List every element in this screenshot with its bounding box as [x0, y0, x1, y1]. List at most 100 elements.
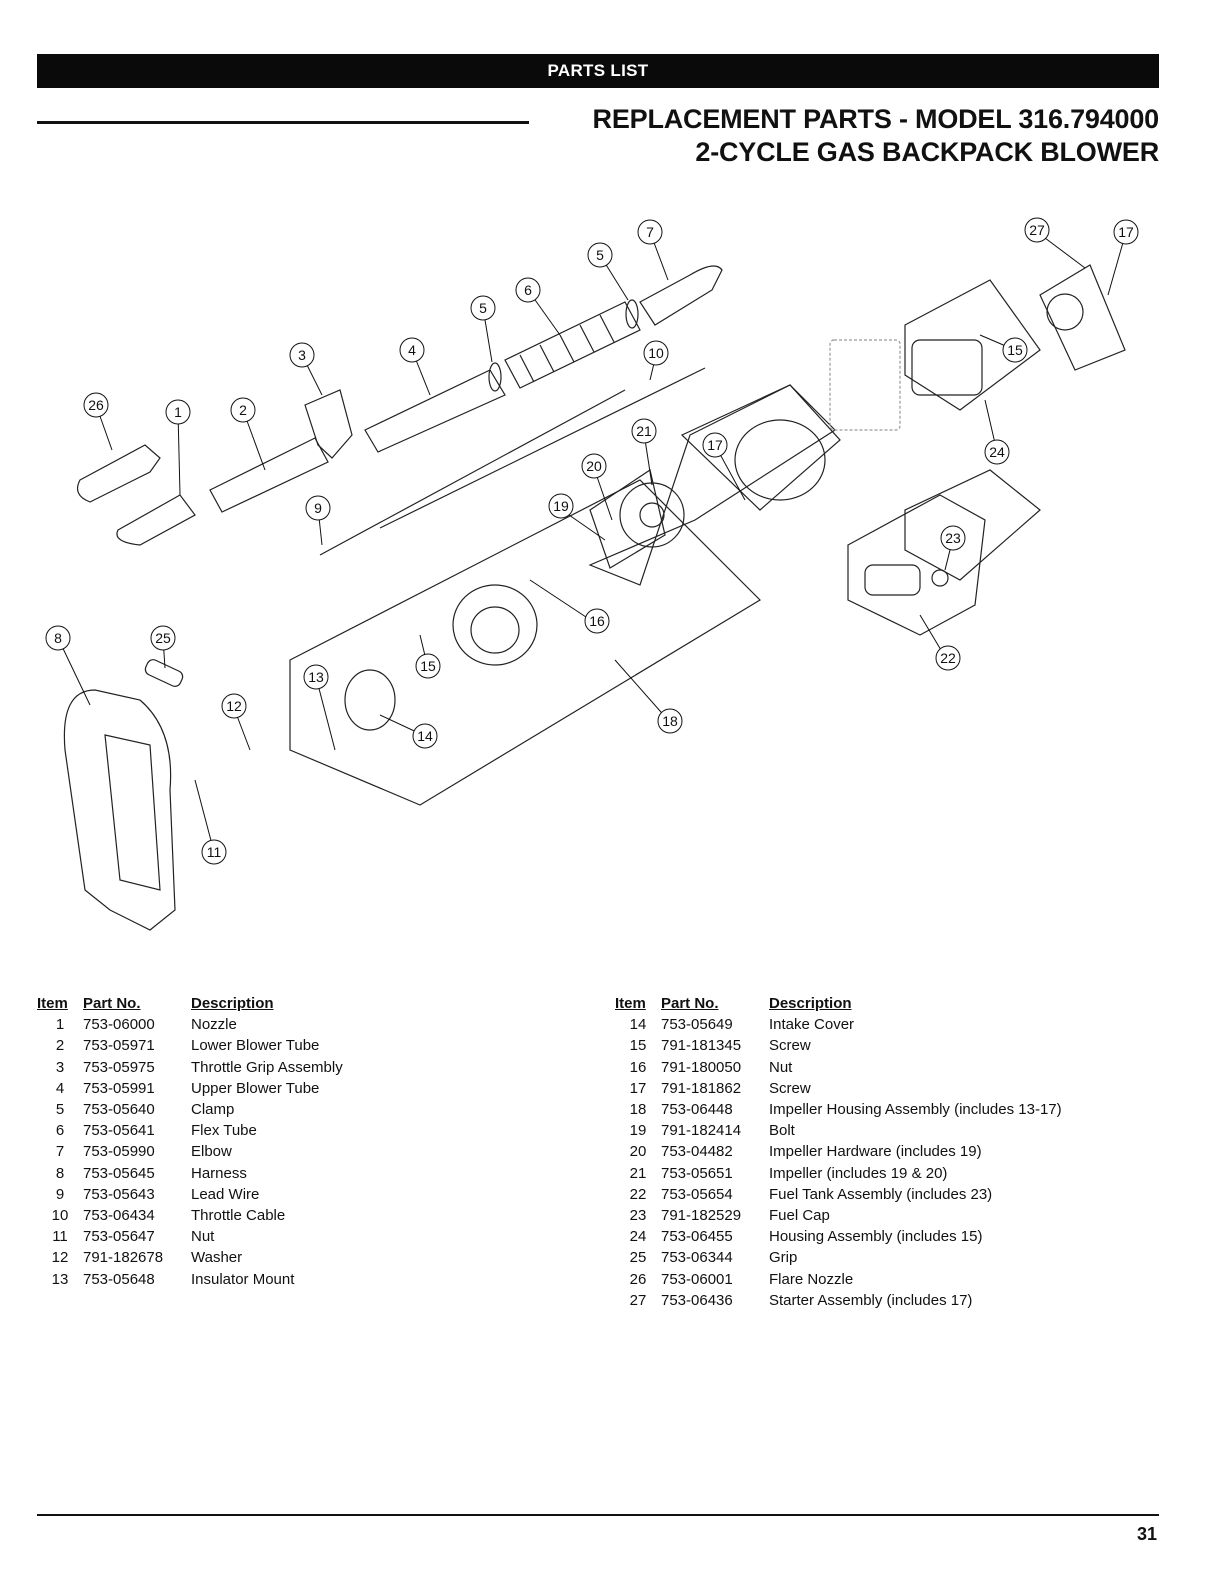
callout-23: 23: [940, 525, 966, 551]
part-description: Housing Assembly (includes 15): [769, 1228, 983, 1246]
elbow-part: [639, 265, 723, 326]
housing-part: [911, 339, 983, 396]
item-number: 13: [51, 1270, 69, 1288]
svg-text:7: 7: [646, 224, 654, 240]
svg-text:3: 3: [298, 347, 306, 363]
title-line-2: 2-CYCLE GAS BACKPACK BLOWER: [695, 137, 1159, 167]
svg-text:22: 22: [940, 650, 956, 666]
item-number: 26: [629, 1270, 647, 1288]
clamp-part: [625, 299, 639, 329]
svg-text:13: 13: [308, 669, 324, 685]
callout-17b: 17: [1113, 219, 1139, 245]
part-number: 791-182414: [661, 1122, 742, 1140]
table-row: 7 753-05990 Elbow: [37, 1141, 567, 1162]
item-number: 9: [55, 1185, 65, 1203]
part-number: 753-06436: [661, 1291, 733, 1309]
callout-18: 18: [657, 708, 683, 734]
item-number: 1: [55, 1016, 65, 1034]
callout-4: 4: [399, 337, 425, 363]
part-number: 753-05990: [83, 1143, 155, 1161]
table-header: Item Part No. Description: [615, 993, 1160, 1014]
item-number: 18: [629, 1101, 647, 1119]
starter-part: [1046, 293, 1084, 331]
callout-5a: 5: [470, 295, 496, 321]
svg-text:21: 21: [636, 423, 652, 439]
fuel-cap-part: [931, 569, 949, 587]
item-number: 27: [629, 1291, 647, 1309]
svg-text:26: 26: [88, 397, 104, 413]
intake-cover-part: [344, 669, 396, 731]
part-number: 791-181862: [661, 1079, 742, 1097]
callout-27: 27: [1024, 217, 1050, 243]
part-number: 753-05645: [83, 1164, 155, 1182]
item-number: 7: [55, 1143, 65, 1161]
callout-16: 16: [584, 608, 610, 634]
part-description: Bolt: [769, 1122, 795, 1140]
callout-2: 2: [230, 397, 256, 423]
col-part-header: Part No.: [661, 995, 719, 1012]
svg-text:5: 5: [479, 300, 487, 316]
svg-text:8: 8: [54, 630, 62, 646]
fan-housing-part: [734, 419, 826, 501]
item-number: 15: [629, 1037, 647, 1055]
item-number: 6: [55, 1122, 65, 1140]
grip-part: [144, 659, 184, 687]
callout-6: 6: [515, 277, 541, 303]
engine-housing-outline: [904, 469, 1041, 581]
upper-tube-part: [364, 369, 506, 453]
part-description: Flex Tube: [191, 1122, 257, 1140]
svg-text:11: 11: [207, 844, 222, 860]
part-number: 753-05654: [661, 1185, 733, 1203]
callout-25: 25: [150, 625, 176, 651]
callout-26: 26: [83, 392, 109, 418]
table-header: Item Part No. Description: [37, 993, 567, 1014]
svg-text:27: 27: [1029, 222, 1045, 238]
footer-rule: [37, 1514, 1159, 1516]
callout-21: 21: [631, 418, 657, 444]
svg-text:24: 24: [989, 444, 1005, 460]
part-number: 753-06455: [661, 1228, 733, 1246]
part-description: Throttle Grip Assembly: [191, 1058, 343, 1076]
svg-text:14: 14: [417, 728, 433, 744]
callout-1: 1: [165, 399, 191, 425]
part-number: 753-06344: [661, 1249, 733, 1267]
part-description: Fuel Tank Assembly (includes 23): [769, 1185, 993, 1203]
part-description: Fuel Cap: [769, 1207, 830, 1225]
item-number: 14: [629, 1016, 647, 1034]
part-number: 753-06448: [661, 1101, 733, 1119]
part-description: Nut: [769, 1058, 793, 1076]
part-description: Harness: [191, 1164, 247, 1182]
part-description: Starter Assembly (includes 17): [769, 1291, 973, 1309]
throttle-grip-part: [304, 389, 353, 459]
svg-text:16: 16: [589, 613, 605, 629]
item-number: 23: [629, 1207, 647, 1225]
callout-24: 24: [984, 439, 1010, 465]
col-item-header: Item: [37, 995, 68, 1012]
callout-22: 22: [935, 645, 961, 671]
part-description: Elbow: [191, 1143, 232, 1161]
volute-part: [452, 584, 538, 666]
svg-text:4: 4: [408, 342, 416, 358]
item-number: 4: [55, 1079, 65, 1097]
svg-text:6: 6: [524, 282, 532, 298]
part-number: 791-181345: [661, 1037, 742, 1055]
callout-7: 7: [637, 219, 663, 245]
engine-part: [829, 339, 901, 431]
item-number: 16: [629, 1058, 647, 1076]
impeller-housing-outline: [289, 479, 761, 806]
exploded-parts-diagram: 26 1 2 3 4 5 6 5 7 10 9 8 25 12 11 13 14…: [45, 217, 1139, 931]
callout-11: 11: [201, 839, 227, 865]
part-description: Throttle Cable: [191, 1207, 286, 1225]
